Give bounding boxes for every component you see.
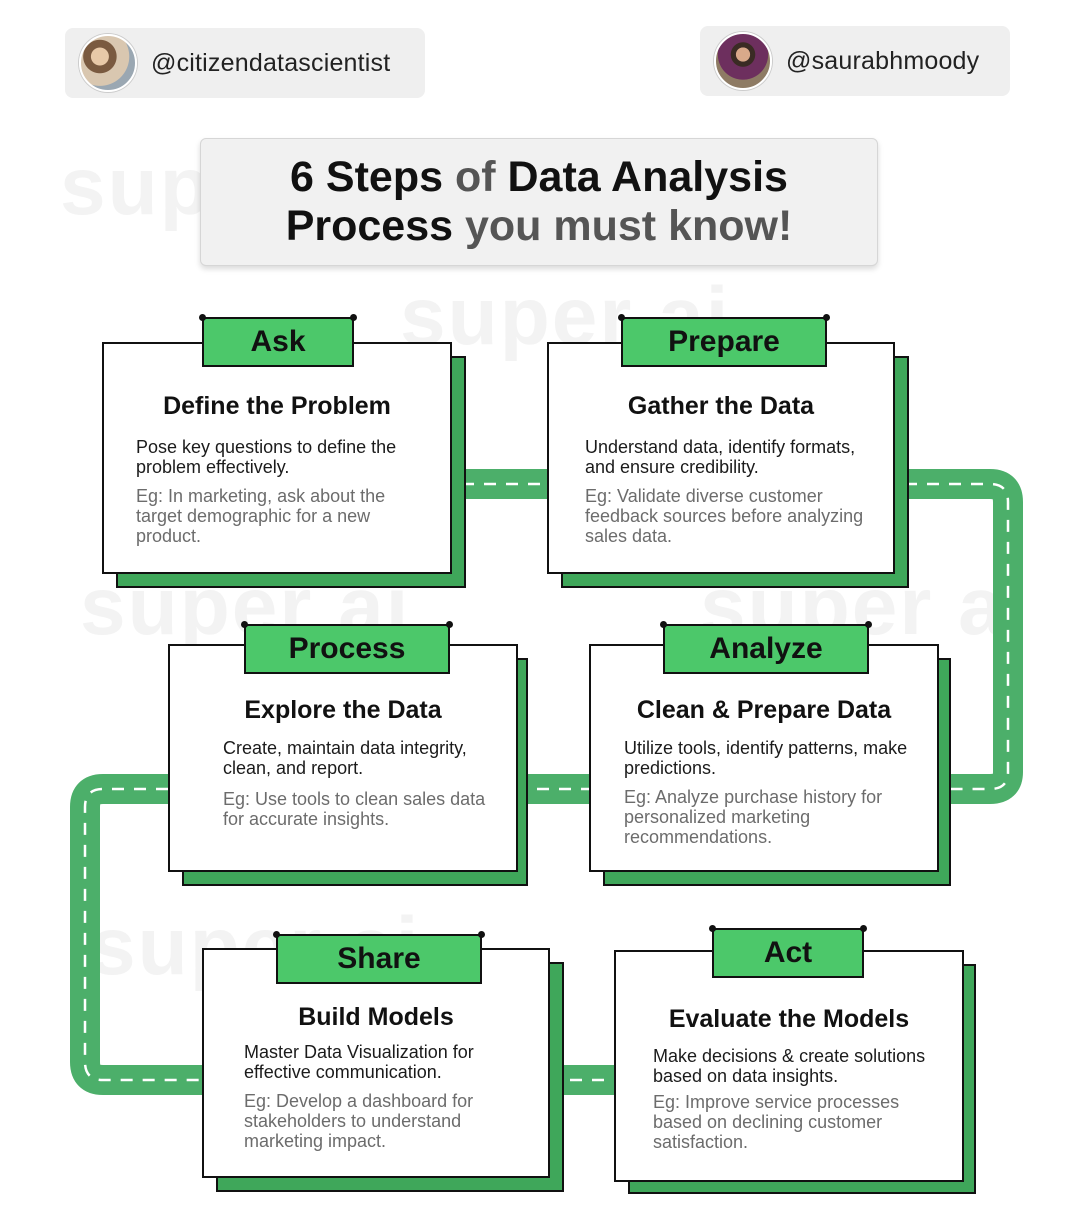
step-tab: Act xyxy=(709,925,867,978)
step-description: Pose key questions to define the problem… xyxy=(136,437,397,477)
step-heading: Define the Problem xyxy=(163,392,391,420)
step-description: Utilize tools, identify patterns, make p… xyxy=(624,738,908,778)
card-face: Gather the Data Understand data, identif… xyxy=(547,342,895,574)
card-face: Evaluate the Models Make decisions & cre… xyxy=(614,950,964,1182)
step-card-ask: Define the Problem Pose key questions to… xyxy=(102,314,468,588)
step-example: Eg: Use tools to clean sales data for ac… xyxy=(223,789,486,829)
step-tab: Analyze xyxy=(660,621,872,674)
title-part: Process xyxy=(285,202,454,250)
step-card-process: Explore the Data Create, maintain data i… xyxy=(168,621,530,886)
step-example: Eg: In marketing, ask about the target d… xyxy=(136,486,386,546)
step-heading: Gather the Data xyxy=(627,392,815,420)
step-description: Create, maintain data integrity, clean, … xyxy=(223,738,467,778)
step-card-act: Evaluate the Models Make decisions & cre… xyxy=(614,925,976,1194)
step-tab: Ask xyxy=(199,314,357,367)
step-tab: Process xyxy=(241,621,453,674)
step-example: Eg: Develop a dashboard for stakeholders… xyxy=(244,1091,474,1151)
title-box: 6 Steps of Data Analysis Process you mus… xyxy=(200,138,878,266)
step-example: Eg: Improve service processes based on d… xyxy=(653,1092,900,1152)
step-heading: Explore the Data xyxy=(244,696,442,724)
step-description: Understand data, identify formats, and e… xyxy=(585,437,856,477)
title-line-2: Process you must know! xyxy=(286,202,793,251)
step-card-prepare: Gather the Data Understand data, identif… xyxy=(547,314,911,588)
title-line-1: 6 Steps of Data Analysis xyxy=(290,153,788,202)
step-example: Eg: Validate diverse customer feedback s… xyxy=(585,486,864,546)
step-description: Master Data Visualization for effective … xyxy=(244,1042,474,1082)
handle-right-text: @saurabhmoody xyxy=(786,46,980,75)
step-tab: Prepare xyxy=(618,314,830,367)
title-part: Data Analysis xyxy=(507,153,788,201)
step-example: Eg: Analyze purchase history for persona… xyxy=(624,787,883,847)
step-card-share: Build Models Master Data Visualization f… xyxy=(202,931,564,1192)
handle-left[interactable]: @citizendatascientist xyxy=(65,28,425,98)
avatar-left xyxy=(79,34,137,92)
step-tab: Share xyxy=(273,931,485,984)
step-card-analyze: Clean & Prepare Data Utilize tools, iden… xyxy=(589,621,951,886)
title-part: you must know! xyxy=(453,202,793,250)
step-heading: Build Models xyxy=(298,1003,454,1031)
handle-left-text: @citizendatascientist xyxy=(151,48,391,77)
step-description: Make decisions & create solutions based … xyxy=(653,1046,926,1086)
step-heading: Evaluate the Models xyxy=(668,1005,910,1033)
card-face: Clean & Prepare Data Utilize tools, iden… xyxy=(589,644,939,872)
card-face: Explore the Data Create, maintain data i… xyxy=(168,644,518,872)
handle-right[interactable]: @saurabhmoody xyxy=(700,26,1010,96)
card-face: Define the Problem Pose key questions to… xyxy=(102,342,452,574)
avatar-right xyxy=(714,32,772,90)
title-part: of xyxy=(443,153,508,201)
title-part: 6 Steps xyxy=(290,153,444,201)
step-heading: Clean & Prepare Data xyxy=(636,696,892,724)
